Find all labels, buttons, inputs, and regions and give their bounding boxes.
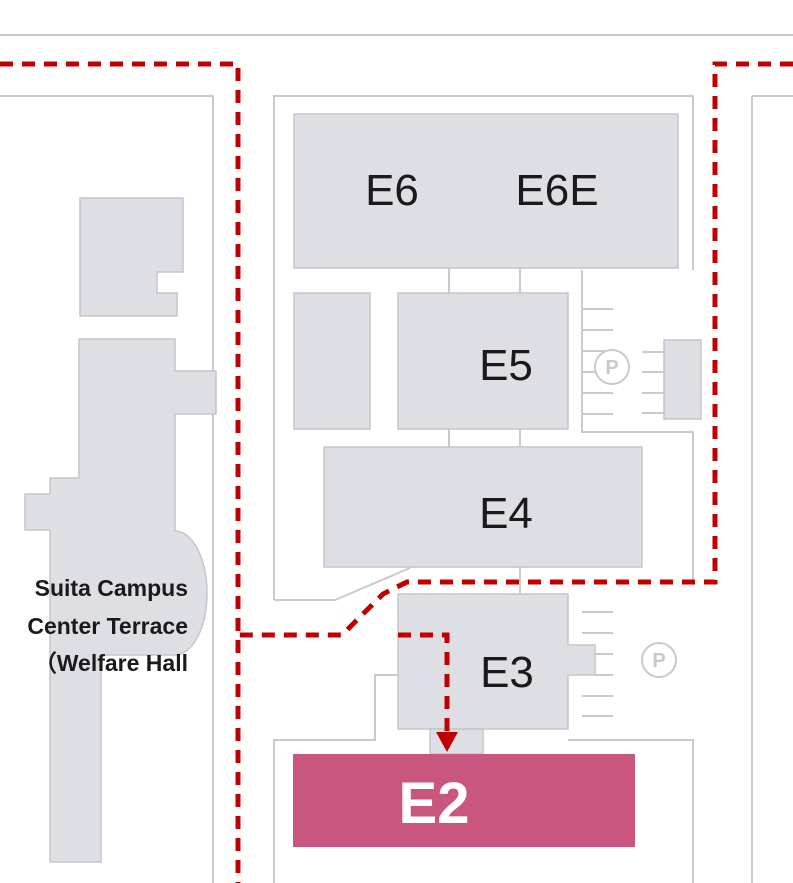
buildings — [24, 113, 702, 863]
parking-icon-upper: P — [594, 349, 630, 385]
parking-icon-lower: P — [641, 642, 677, 678]
route-arrow-icon — [436, 732, 458, 752]
facility-label: Suita Campus Center Terrace （Welfare Hal… — [27, 575, 188, 676]
left-upper-building — [79, 197, 184, 317]
lower-left-outline — [273, 674, 400, 883]
facility-label-line1: Suita Campus — [35, 575, 188, 601]
road-outlines — [0, 34, 793, 883]
label-e2: E2 — [399, 771, 470, 836]
parking-stalls-lower — [582, 611, 613, 717]
label-e3: E3 — [480, 648, 534, 697]
route-to-e2 — [398, 632, 450, 732]
center-block-outline — [273, 95, 694, 600]
annex-building — [293, 292, 371, 430]
building-e5 — [397, 292, 569, 430]
building-e6 — [293, 113, 679, 269]
parking-label-lower: P — [652, 650, 665, 672]
label-e4: E4 — [479, 489, 533, 538]
block-corner-diagonal — [274, 567, 411, 601]
label-e6e: E6E — [515, 166, 598, 215]
building-e4 — [323, 446, 643, 568]
route-right — [238, 61, 793, 638]
building-e2[interactable] — [293, 754, 635, 847]
label-e5: E5 — [479, 341, 533, 390]
parking-kiosk — [663, 339, 702, 420]
lower-right-outline — [568, 739, 694, 883]
left-block-outline — [0, 95, 214, 883]
facility-label-line3: （Welfare Hall — [34, 650, 188, 676]
welfare-hall-building — [24, 338, 217, 863]
walking-route — [0, 61, 793, 883]
label-e6: E6 — [365, 166, 419, 215]
facility-label-line2: Center Terrace — [27, 613, 188, 639]
parking-label-upper: P — [605, 357, 618, 379]
